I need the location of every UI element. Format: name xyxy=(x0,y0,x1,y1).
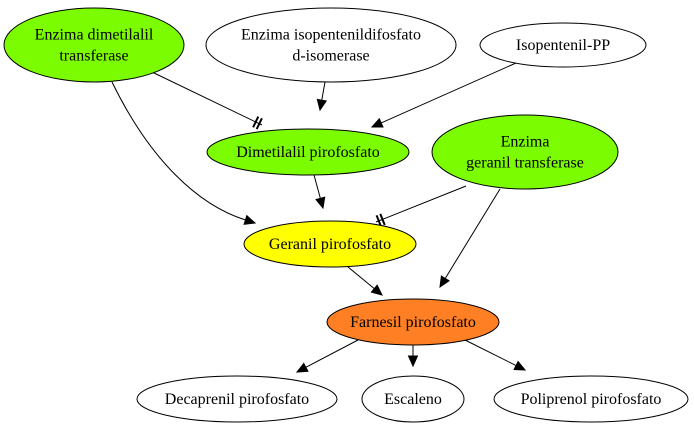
node-label: d-isomerase xyxy=(292,48,369,65)
node-escaleno: Escaleno xyxy=(361,375,465,423)
edge-line xyxy=(321,81,326,101)
edge-farnesil-pp-to-poliprenol-pp xyxy=(464,339,527,371)
node-farnesil-pp: Farnesil pirofosfato xyxy=(326,298,500,346)
arrowhead xyxy=(370,284,383,296)
node-dimetilalil-pp: Dimetilalil pirofosfato xyxy=(206,128,410,176)
node-label: Geranil pirofosfato xyxy=(269,236,391,253)
node-label: Farnesil pirofosfato xyxy=(350,314,476,331)
tee-bar xyxy=(255,117,263,130)
tee-bar xyxy=(379,213,386,226)
arrowhead xyxy=(439,275,450,289)
node-geranil-pp: Geranil pirofosfato xyxy=(243,220,417,268)
node-decaprenil-pp: Decaprenil pirofosfato xyxy=(136,375,338,423)
node-label: transferase xyxy=(59,48,128,65)
node-ellipse xyxy=(136,375,338,423)
node-ellipse xyxy=(206,128,410,176)
edge-line xyxy=(375,185,467,223)
arrowhead xyxy=(316,98,328,112)
node-ellipse xyxy=(205,7,457,83)
node-ellipse xyxy=(479,22,647,68)
edge-line xyxy=(313,174,321,199)
edge-dimetilalil-pp-to-geranil-pp xyxy=(313,174,326,210)
node-ellipse xyxy=(3,7,185,83)
arrowhead xyxy=(243,214,257,225)
edge-enzima-dimetilalil-to-geranil-pp xyxy=(111,81,257,225)
edge-line xyxy=(380,62,517,124)
node-label: Isopentenil-PP xyxy=(516,37,610,54)
edge-line xyxy=(111,81,246,221)
node-isopentenil-pp: Isopentenil-PP xyxy=(479,22,647,68)
edge-farnesil-pp-to-escaleno xyxy=(407,345,419,368)
node-label: Enzima isopentenildifosfato xyxy=(241,27,421,44)
edge-line xyxy=(464,339,517,366)
edge-enzima-geranil-to-farnesil-pp xyxy=(439,188,501,289)
node-ellipse xyxy=(243,220,417,268)
node-label: Enzima xyxy=(501,134,550,151)
node-enzima-dimetilalil: Enzima dimetilalil transferase xyxy=(3,7,185,83)
edge-isopentenil-pp-to-dimetilalil-pp xyxy=(370,62,517,128)
node-ellipse xyxy=(493,375,689,423)
arrowhead xyxy=(407,355,419,368)
edge-enzima-geranil-to-geranil-pp xyxy=(375,185,467,227)
edge-farnesil-pp-to-decaprenil-pp xyxy=(295,339,359,373)
node-label: Dimetilalil pirofosfato xyxy=(236,144,380,161)
node-label: Enzima dimetilalil xyxy=(35,27,154,44)
node-enzima-geranil: Enzima geranil transferase xyxy=(431,114,619,190)
edge-enzima-dimetilalil-to-dimetilalil-pp xyxy=(151,71,263,130)
tee-bar xyxy=(375,214,382,227)
node-label: Poliprenol pirofosfato xyxy=(521,391,662,408)
edge-line xyxy=(444,188,501,279)
edge-line xyxy=(305,339,359,368)
arrowhead xyxy=(513,360,527,371)
edge-line xyxy=(347,266,375,290)
edge-geranil-pp-to-farnesil-pp xyxy=(347,266,383,296)
arrowhead xyxy=(295,362,309,373)
edge-line xyxy=(151,71,263,126)
node-ellipse xyxy=(361,375,465,423)
node-ellipse xyxy=(326,298,500,346)
edge-enzima-isopentenil-to-dimetilalil-pp xyxy=(316,81,328,112)
node-ellipse xyxy=(431,114,619,190)
node-poliprenol-pp: Poliprenol pirofosfato xyxy=(493,375,689,423)
node-enzima-isopentenil: Enzima isopentenildifosfato d-isomerase xyxy=(205,7,457,83)
tee-bar xyxy=(252,116,260,128)
nodes-layer: Enzima dimetilalil transferase Enzima isop… xyxy=(3,7,689,423)
arrowhead xyxy=(315,196,326,210)
node-label: Decaprenil pirofosfato xyxy=(165,391,309,408)
edges-layer xyxy=(111,62,527,373)
node-label: geranil transferase xyxy=(466,155,584,172)
node-label: Escaleno xyxy=(384,391,442,408)
arrowhead xyxy=(370,117,384,128)
